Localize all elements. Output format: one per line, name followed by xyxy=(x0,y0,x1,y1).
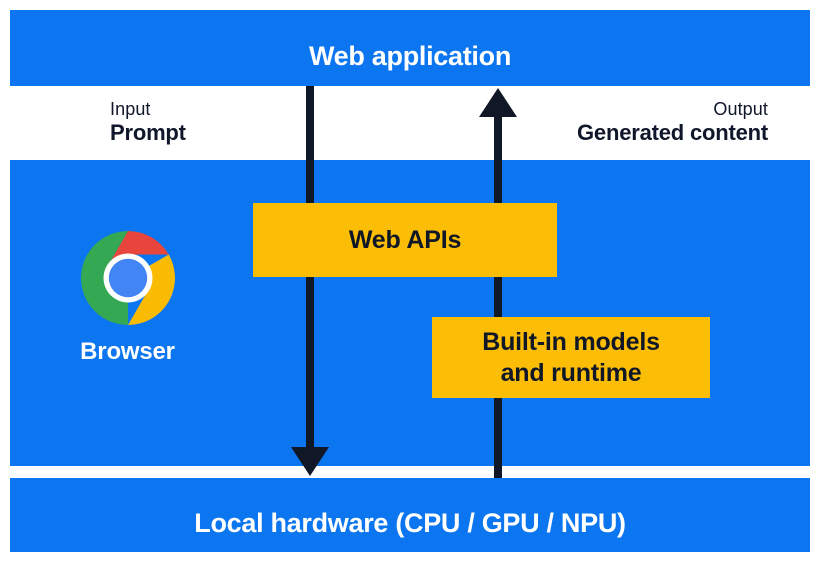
browser-badge: Browser xyxy=(45,230,210,366)
browser-label: Browser xyxy=(80,338,175,365)
local-hardware-band: Local hardware (CPU / GPU / NPU) xyxy=(10,478,810,552)
output-caption: Output Generated content xyxy=(577,99,768,146)
arrow-down-head-icon xyxy=(291,447,329,476)
chrome-logo-icon xyxy=(80,230,176,326)
arrow-up-head-icon xyxy=(479,88,517,117)
web-apis-box: Web APIs xyxy=(253,203,557,277)
web-apis-box-label: Web APIs xyxy=(348,225,462,254)
input-caption: Input Prompt xyxy=(110,99,186,146)
input-kind-label: Input xyxy=(110,99,151,119)
output-kind-label: Output xyxy=(713,99,768,119)
input-value-label: Prompt xyxy=(110,120,186,146)
local-hardware-label: Local hardware (CPU / GPU / NPU) xyxy=(194,508,626,538)
arrow-up-shaft xyxy=(494,116,502,478)
web-application-band: Web application xyxy=(10,10,810,86)
output-value-label: Generated content xyxy=(577,120,768,146)
web-application-label: Web application xyxy=(308,41,512,71)
